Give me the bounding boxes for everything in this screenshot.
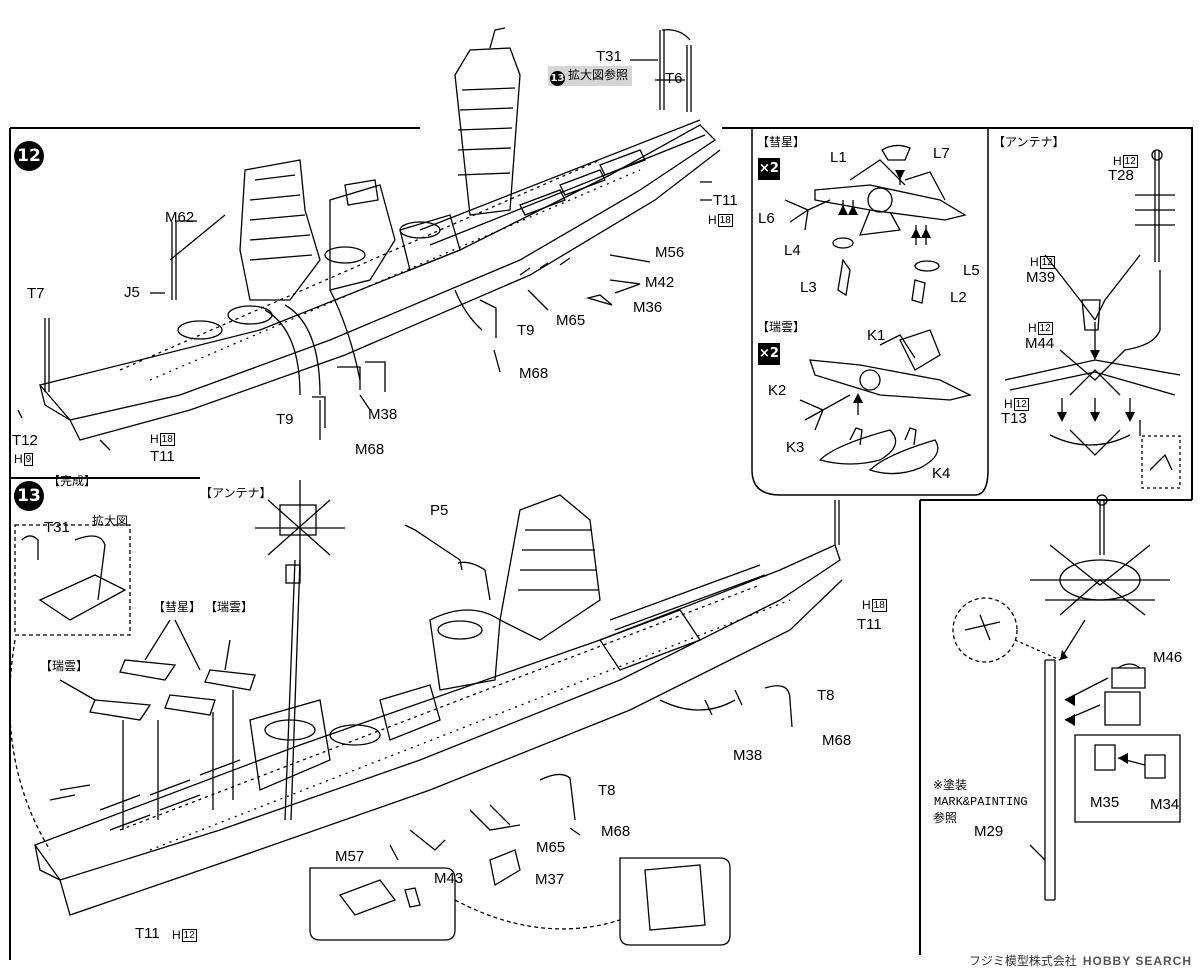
maker-name: フジミ模型株式会社	[968, 954, 1077, 968]
footer-credit: フジミ模型株式会社 HOBBY SEARCH	[969, 952, 1192, 969]
painting-note-1: ※塗装	[933, 778, 968, 792]
suisei-label-deck: 【彗星】	[153, 600, 202, 614]
complete-label: 【完成】	[48, 474, 97, 488]
part-label-M68-13: M68	[822, 732, 852, 749]
quantity-x2-zuiun: ×2	[758, 343, 780, 365]
painting-note-3: 参照	[933, 811, 958, 825]
step-12-number: 12	[14, 141, 44, 171]
aircraft-drawings	[784, 144, 972, 475]
part-label-M37: M37	[535, 871, 565, 888]
part-label-M38-13: M38	[733, 747, 763, 764]
part-label-L3: L3	[800, 279, 817, 296]
part-label-T11: T11	[713, 192, 738, 209]
part-label-L1: L1	[830, 149, 847, 166]
part-label-T8-lower: T8	[598, 782, 616, 799]
part-label-K4: K4	[932, 465, 951, 482]
part-label-T11-13: T11	[857, 616, 882, 633]
part-label-K1: K1	[867, 327, 886, 344]
part-label-T31: T31	[596, 48, 622, 65]
part-label-L5: L5	[963, 262, 980, 279]
part-label-T31-enlarged: T31	[44, 519, 70, 536]
part-label-M46: M46	[1153, 649, 1183, 666]
part-label-T12: T12	[12, 432, 38, 449]
part-label-M39: M39	[1026, 269, 1056, 286]
quantity-x2-suisei: ×2	[758, 158, 780, 180]
part-label-M65-13: M65	[536, 839, 566, 856]
part-label-L4: L4	[784, 242, 801, 259]
part-label-L7: L7	[933, 145, 950, 162]
ship-hull-step13	[9, 480, 1181, 946]
part-label-M65: M65	[556, 312, 586, 329]
zuiun-title: 【瑞雲】	[757, 320, 806, 334]
part-label-T11-lower: T11	[150, 448, 175, 465]
painting-note-2: MARK&PAINTING	[934, 795, 1028, 809]
part-label-T7: T7	[27, 285, 45, 302]
enlarged-view-label: 拡大図	[92, 514, 129, 528]
part-label-T6: T6	[665, 70, 683, 87]
zuiun-label-deck-2: 【瑞雲】	[40, 659, 89, 673]
part-label-L6: L6	[758, 210, 775, 227]
part-label-T11-bottom: T11	[135, 925, 160, 942]
step-13-number: 13	[14, 481, 44, 511]
ref-tag-text: 拡大図参照	[568, 68, 629, 82]
antenna-title: 【アンテナ】	[993, 135, 1065, 149]
part-label-M68-lower: M68	[355, 441, 385, 458]
part-label-T9: T9	[517, 322, 535, 339]
part-label-M35: M35	[1090, 794, 1120, 811]
arrow-heads	[838, 170, 1135, 764]
part-label-M57: M57	[335, 848, 365, 865]
part-label-M62: M62	[165, 209, 195, 226]
part-label-T13: T13	[1001, 410, 1027, 427]
part-label-M42: M42	[645, 274, 675, 291]
part-label-M29: M29	[974, 823, 1004, 840]
part-label-T9-lower: T9	[276, 411, 294, 428]
antenna-drawings	[1004, 149, 1181, 489]
part-label-M44: M44	[1025, 335, 1055, 352]
part-label-M68: M68	[519, 365, 549, 382]
part-label-T28: T28	[1108, 167, 1134, 184]
part-label-P5: P5	[430, 502, 449, 519]
part-label-M43: M43	[434, 870, 464, 887]
part-label-M34: M34	[1150, 796, 1180, 813]
part-label-K2: K2	[768, 382, 787, 399]
ref-step-number: 13	[550, 71, 565, 86]
part-label-L2: L2	[950, 289, 967, 306]
zuiun-label-deck: 【瑞雲】	[205, 600, 254, 614]
ship-hull-step12	[17, 27, 721, 451]
part-label-M68-lower-13: M68	[601, 823, 631, 840]
part-label-M38: M38	[368, 406, 398, 423]
part-label-K3: K3	[786, 439, 805, 456]
antenna-title-2: 【アンテナ】	[200, 486, 272, 500]
site-watermark: HOBBY SEARCH	[1082, 954, 1192, 968]
suisei-title: 【彗星】	[757, 135, 806, 149]
part-label-T8: T8	[817, 687, 835, 704]
part-label-M56: M56	[655, 244, 685, 261]
part-label-J5: J5	[124, 284, 140, 301]
part-label-M36: M36	[633, 299, 663, 316]
